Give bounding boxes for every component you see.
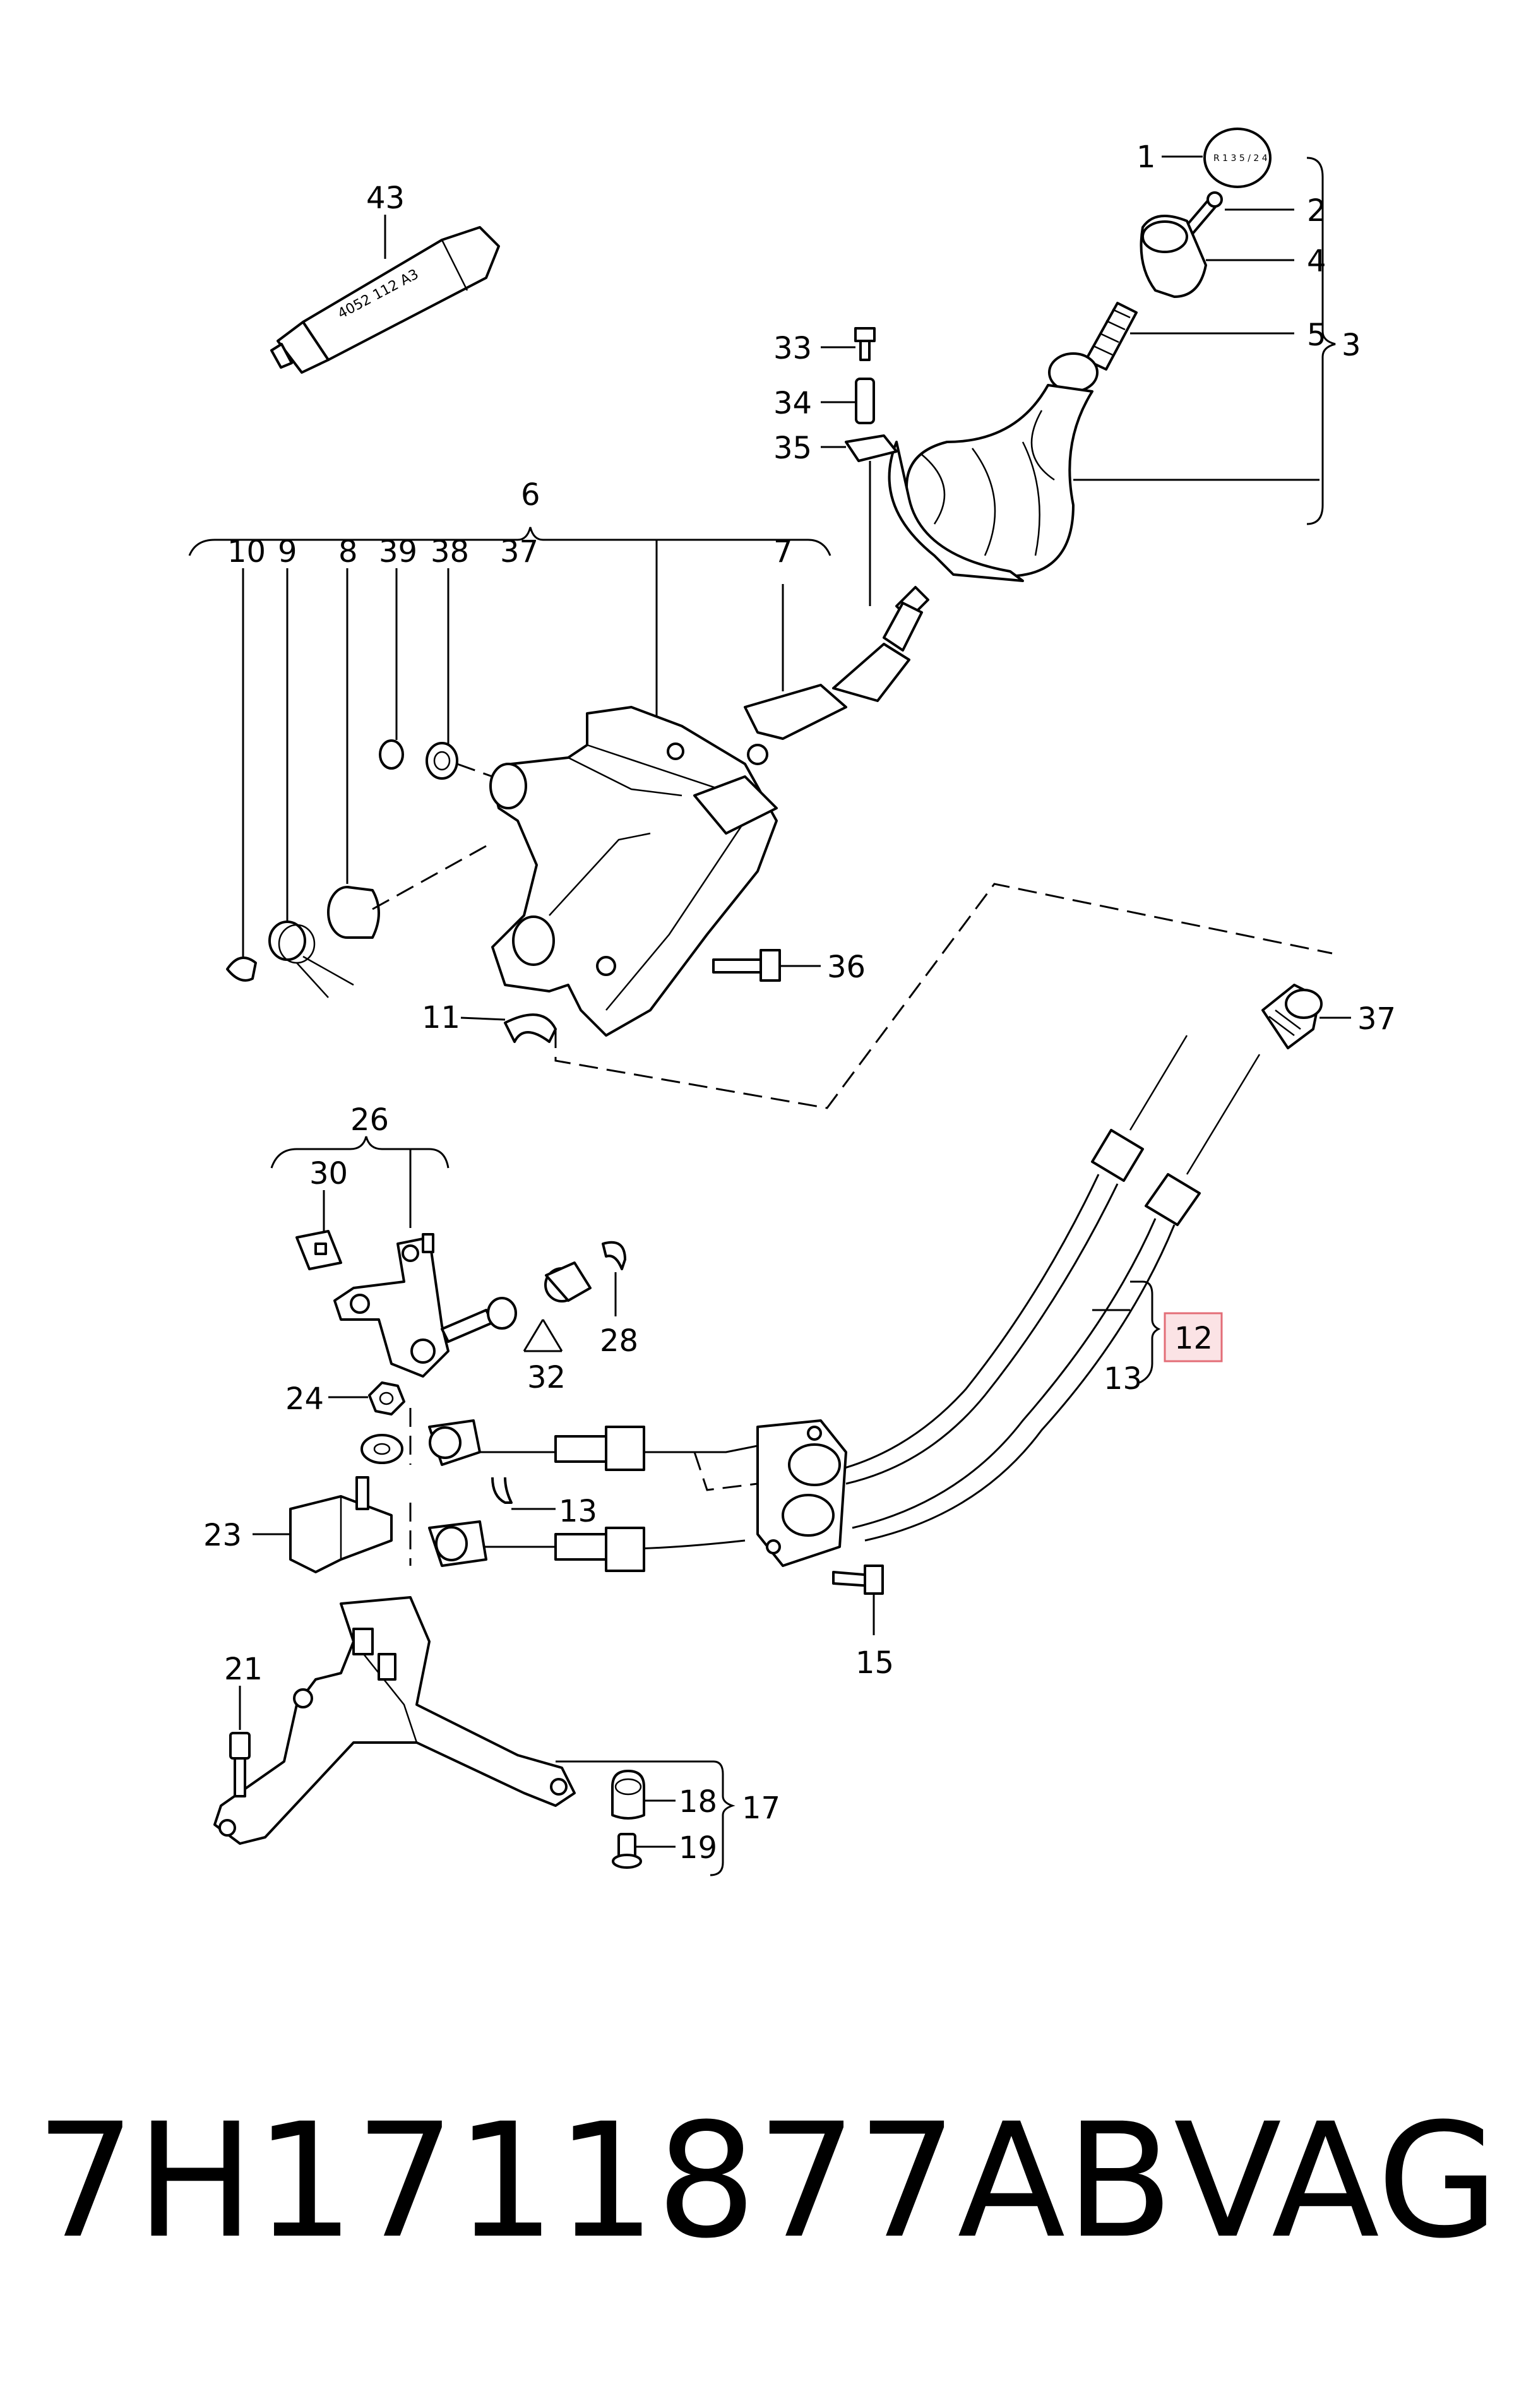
callout-4: 4 <box>1307 244 1326 279</box>
callout-13-right: 13 <box>1104 1361 1142 1397</box>
callout-10: 10 <box>227 534 266 569</box>
callout-3: 3 <box>1342 328 1361 363</box>
part-6-group-bracket <box>188 527 831 720</box>
part-24-nut <box>328 1381 405 1416</box>
lower-cable-connectors <box>409 1408 758 1572</box>
part-37-cable-end <box>1261 984 1351 1049</box>
part-4-gear-knob <box>1140 215 1294 298</box>
part-5-spring-insert <box>1085 302 1294 371</box>
callout-37-right: 37 <box>1357 1001 1396 1037</box>
callout-26: 26 <box>350 1102 389 1138</box>
callout-35: 35 <box>773 431 812 466</box>
callout-30: 30 <box>309 1156 348 1191</box>
callout-6: 6 <box>521 477 540 513</box>
callout-28: 28 <box>600 1323 638 1359</box>
part-1-gear-knob-cap: R 1 3 5 / 2 4 <box>1162 128 1272 188</box>
callout-labels: 1 2 4 5 3 43 33 34 35 6 10 9 8 39 38 37 … <box>203 140 1396 1866</box>
callout-21: 21 <box>224 1652 263 1687</box>
part-8-bushing <box>327 568 487 939</box>
part-7-shift-lever <box>744 584 929 765</box>
part-34-sleeve <box>821 378 875 424</box>
callout-13-lower: 13 <box>559 1494 597 1529</box>
callout-7: 7 <box>773 534 793 569</box>
callout-18: 18 <box>679 1784 717 1820</box>
part-17-support-bracket <box>213 1596 736 1876</box>
part-12-shift-cable-assembly <box>756 1035 1261 1567</box>
part-30-nut <box>295 1190 342 1270</box>
dashed-outline-cables <box>554 883 1333 1109</box>
part-26-bracket-plate <box>333 1233 450 1378</box>
part-24-washer <box>360 1434 403 1464</box>
part-12-highlight <box>1164 1312 1223 1362</box>
part-9-spring <box>268 568 354 998</box>
part-number: 7H1711877AB <box>35 2089 1174 2273</box>
gear-shift-housing <box>489 706 778 1037</box>
part-38-grommet <box>426 568 493 780</box>
callout-8: 8 <box>338 534 358 569</box>
callout-15: 15 <box>855 1645 894 1681</box>
part-39-cap <box>379 568 404 770</box>
part-23-block <box>253 1476 393 1573</box>
part-21-bolt <box>229 1686 251 1797</box>
part-18-grommet <box>611 1770 676 1820</box>
callout-9: 9 <box>278 534 297 569</box>
part-32-bushings <box>441 1261 592 1352</box>
callout-37-top: 37 <box>500 534 539 569</box>
callout-23: 23 <box>203 1518 242 1553</box>
callout-11: 11 <box>422 1000 460 1035</box>
part-36-bolt <box>712 949 821 982</box>
callout-33: 33 <box>773 331 812 366</box>
part-35-clip <box>821 434 898 606</box>
footer: 7H1711877AB VAG <box>35 2089 1499 2273</box>
callout-24: 24 <box>285 1381 324 1417</box>
callout-2: 2 <box>1307 193 1326 229</box>
part-11-clip <box>460 1013 557 1043</box>
part-28-circlip <box>602 1241 626 1316</box>
callout-1: 1 <box>1136 140 1156 175</box>
part-10-circlip <box>226 568 257 982</box>
callout-19: 19 <box>679 1830 717 1866</box>
part-33-screw <box>821 327 876 361</box>
part-43-grease-tube: 4052 112 A3 <box>270 215 500 374</box>
brand: VAG <box>1173 2089 1499 2273</box>
callout-5: 5 <box>1307 318 1326 353</box>
part-15-bolt <box>832 1565 884 1635</box>
part-3-gear-boot <box>888 157 1336 582</box>
part-19-pin <box>612 1833 676 1869</box>
callout-34: 34 <box>773 386 812 421</box>
callout-32: 32 <box>527 1360 566 1395</box>
callout-17: 17 <box>742 1791 780 1826</box>
callout-12: 12 <box>1174 1321 1213 1356</box>
part-26-group-bracket <box>270 1136 450 1228</box>
callout-36: 36 <box>827 950 866 985</box>
callout-43: 43 <box>366 181 405 216</box>
callout-39: 39 <box>379 534 417 569</box>
knob-pattern: R 1 3 5 / 2 4 <box>1213 153 1268 164</box>
callout-38: 38 <box>431 534 469 569</box>
